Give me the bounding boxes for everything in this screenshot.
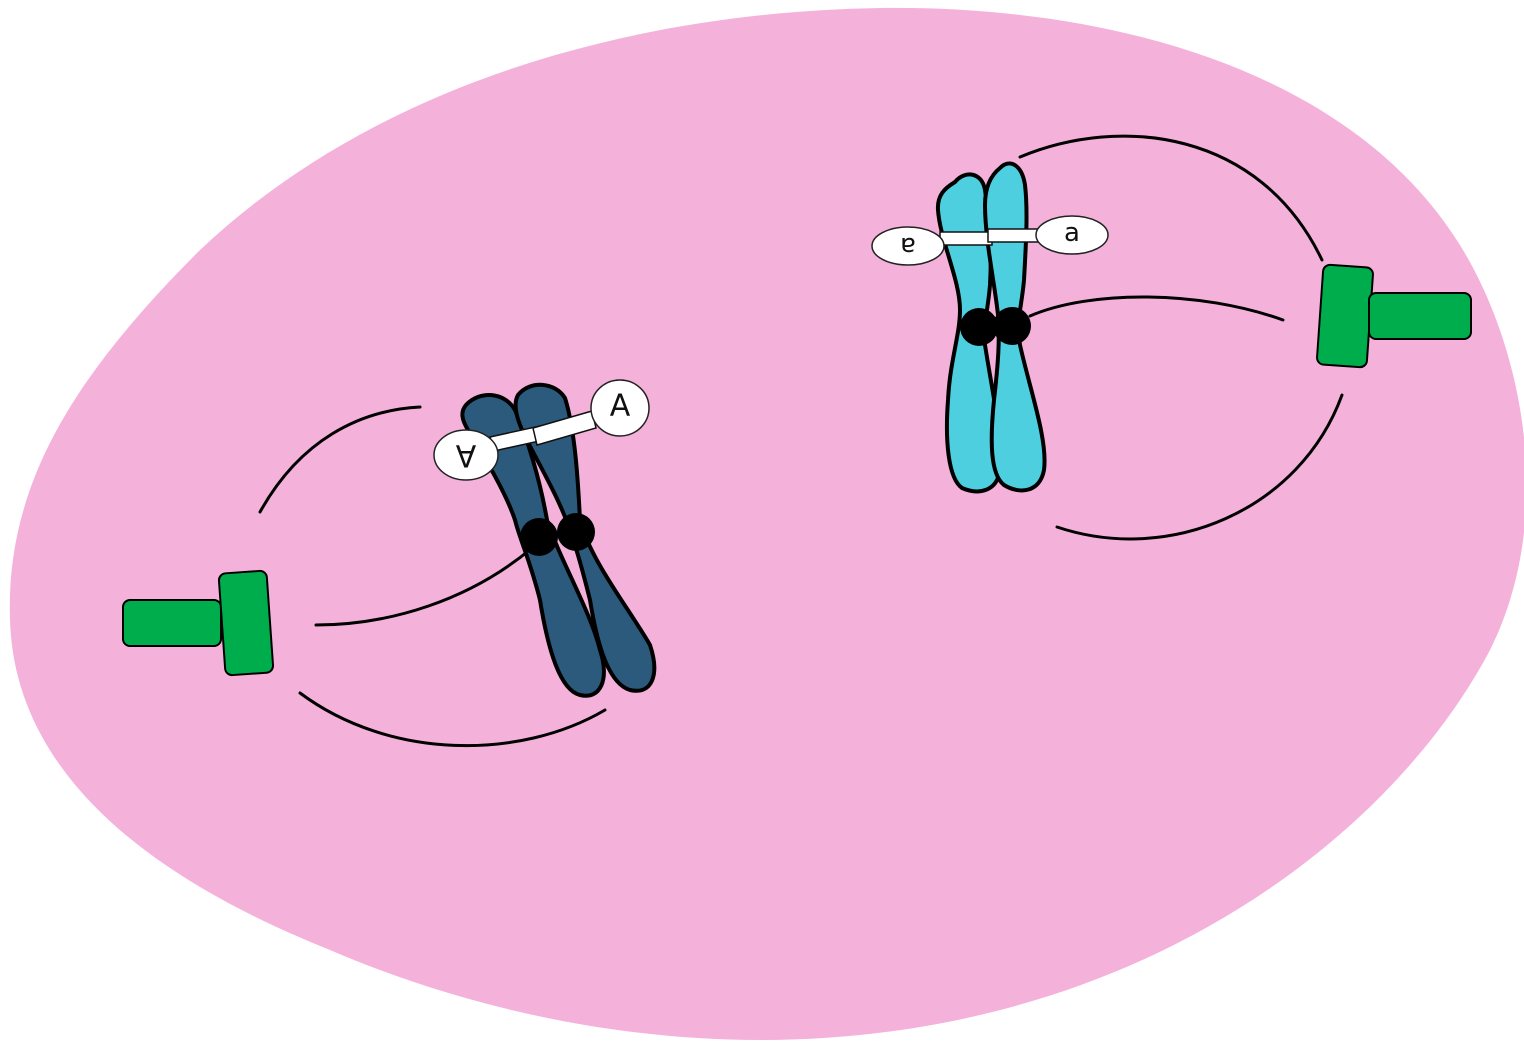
allele-label: a bbox=[900, 231, 916, 261]
centrosome-icon bbox=[1316, 263, 1472, 369]
right-chromosome-pair: a a bbox=[871, 134, 1472, 541]
allele-label: a bbox=[1064, 218, 1080, 248]
spindle-fiber bbox=[1018, 134, 1324, 262]
allele-bar bbox=[939, 231, 993, 246]
spindle-fiber bbox=[258, 405, 422, 514]
centromere-icon bbox=[993, 307, 1031, 345]
allele-marker bbox=[590, 379, 650, 437]
centrosome-icon bbox=[122, 569, 275, 677]
allele-label: A bbox=[455, 438, 476, 473]
spindle-fiber bbox=[1028, 295, 1285, 322]
cell-membrane bbox=[9, 7, 1524, 1040]
centromere-icon bbox=[557, 513, 595, 551]
centromere-icon bbox=[960, 308, 998, 346]
allele-marker bbox=[433, 429, 499, 481]
left-chromosome-pair: A A bbox=[122, 379, 657, 748]
spindle-fiber bbox=[314, 546, 534, 627]
allele-bar bbox=[532, 410, 597, 446]
allele-marker bbox=[1035, 215, 1109, 255]
centromere-icon bbox=[520, 518, 558, 556]
spindle-fiber bbox=[298, 691, 607, 748]
spindle-fiber bbox=[1055, 393, 1344, 541]
allele-marker bbox=[871, 226, 945, 266]
allele-bar bbox=[987, 228, 1041, 243]
allele-label: A bbox=[610, 389, 631, 424]
